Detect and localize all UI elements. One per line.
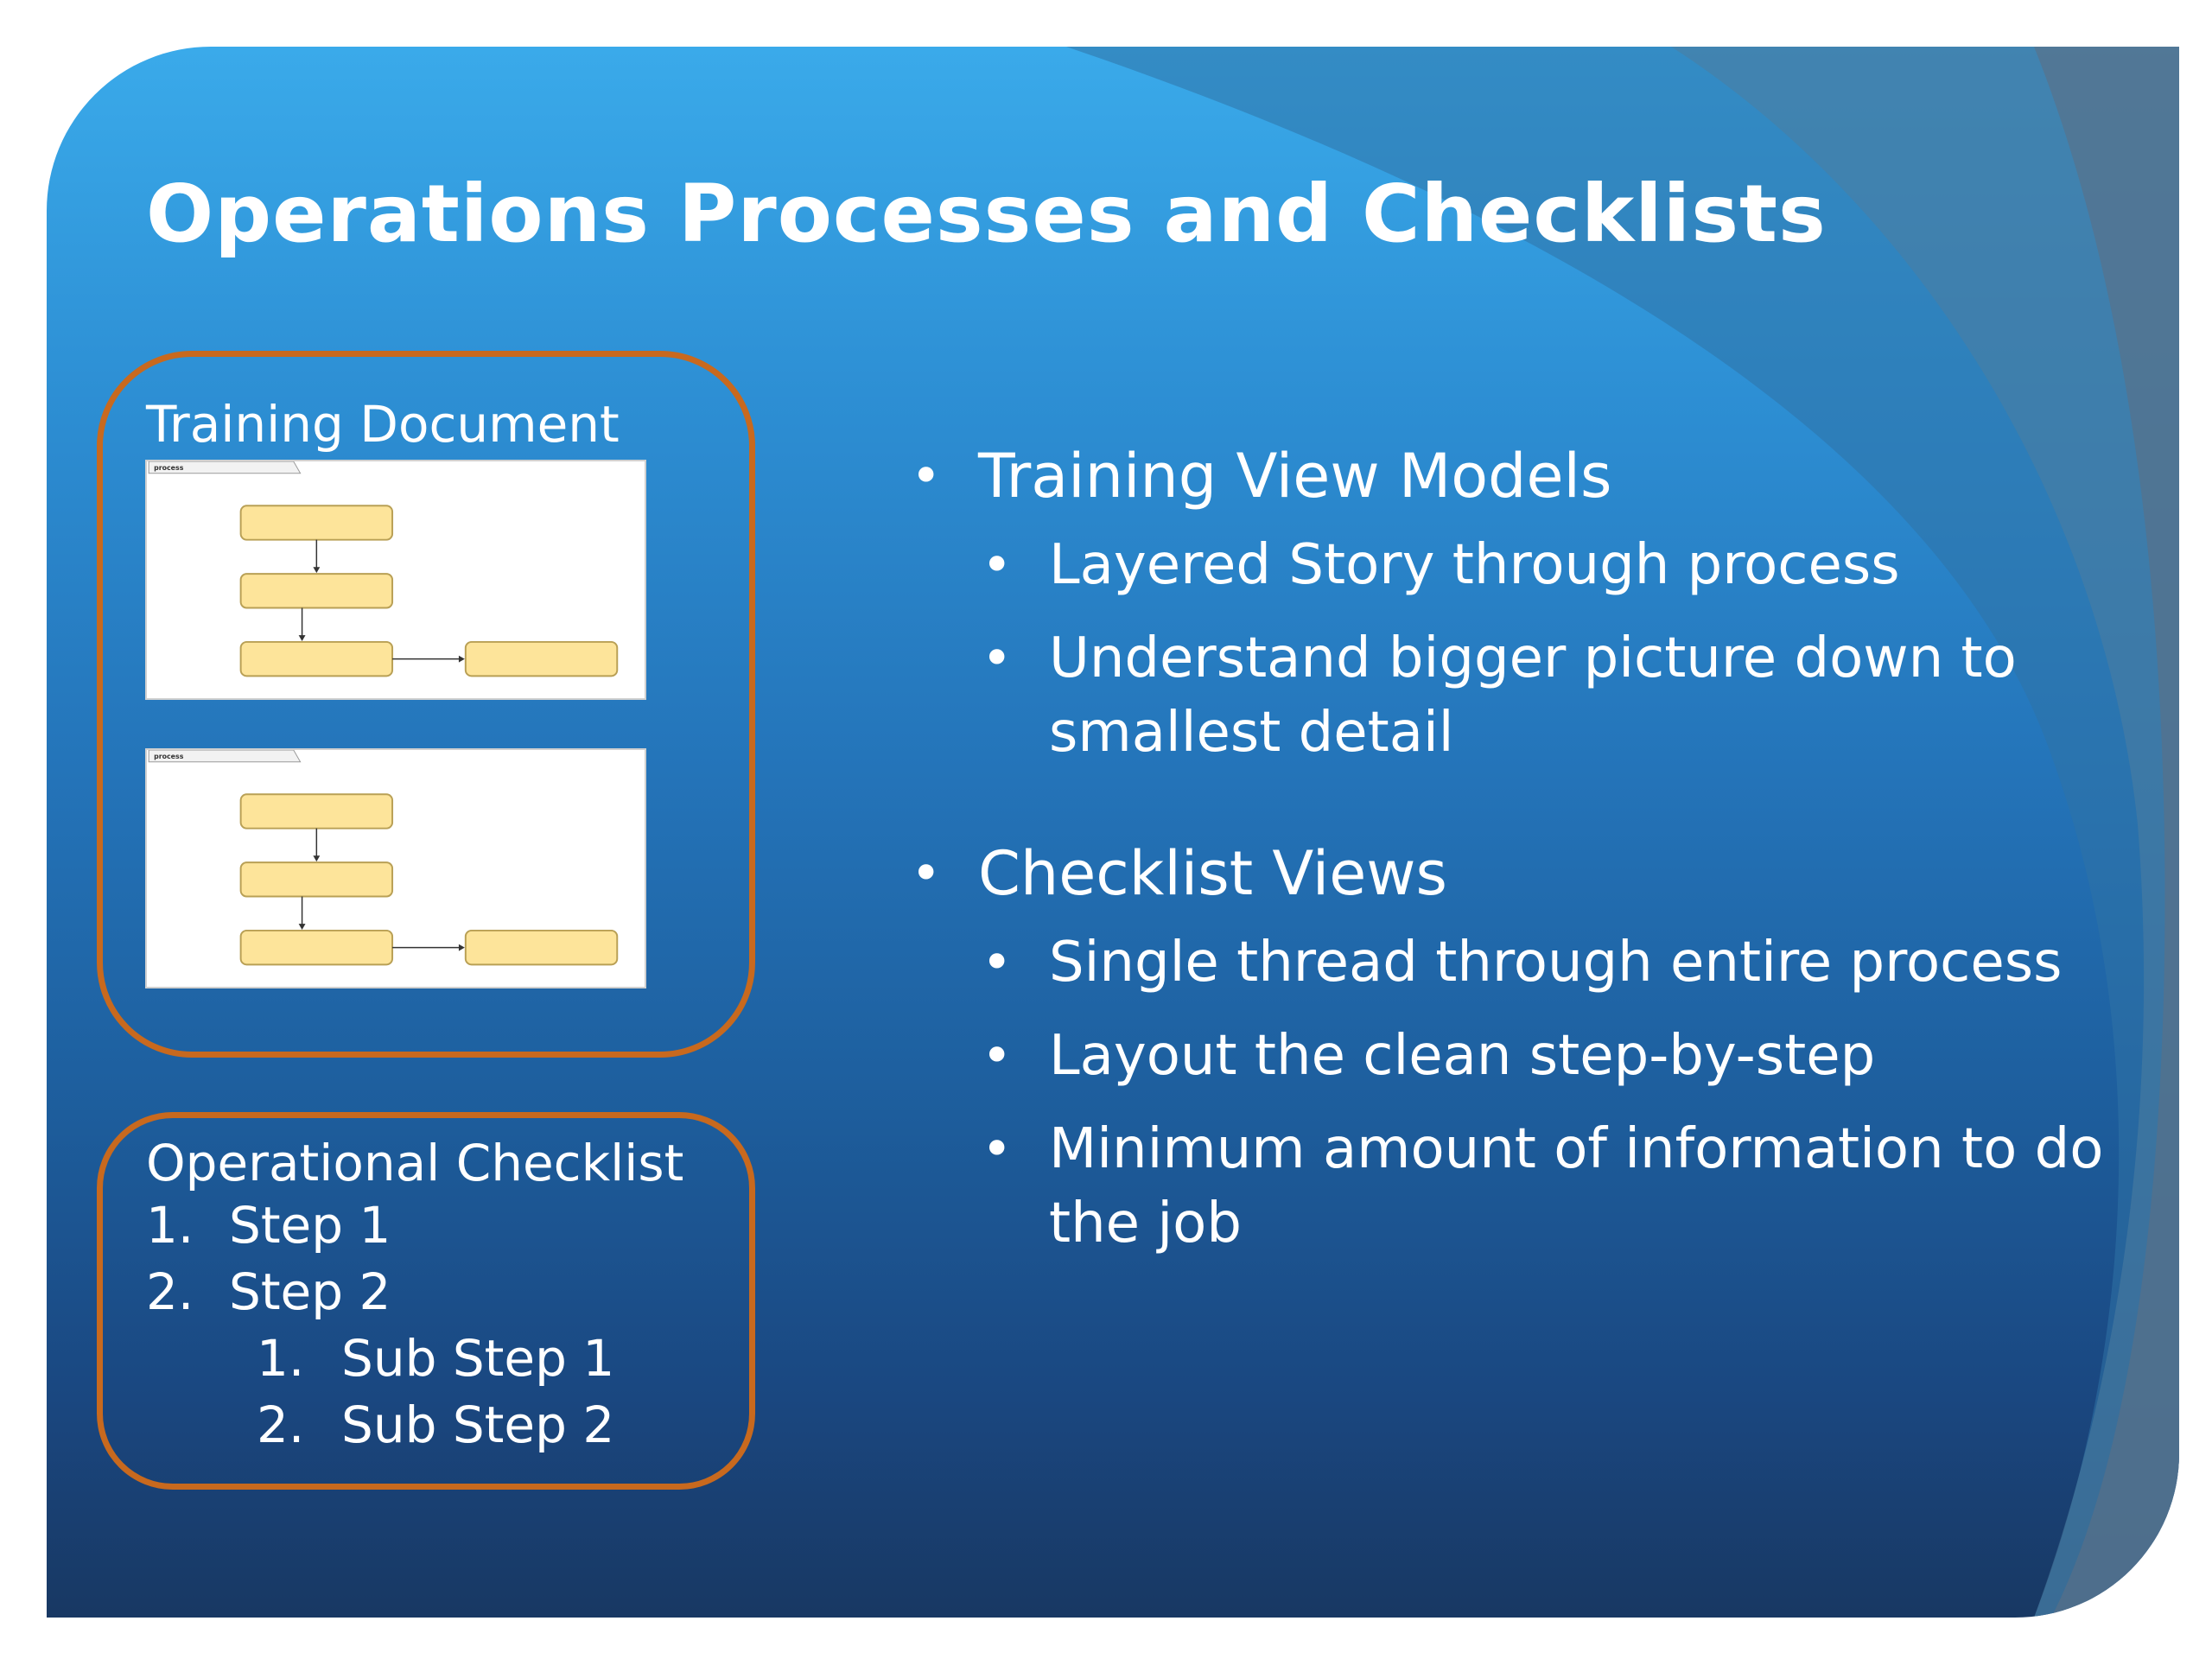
bullet-icon: • <box>982 1026 1013 1086</box>
sub-step-label: Sub Step 1 <box>341 1329 615 1388</box>
training-document-heading: Training Document <box>146 395 620 454</box>
diagram-tab-label: process <box>154 753 184 760</box>
sub-bullet-item: • Minimum amount of information to do th… <box>911 1112 2172 1261</box>
bullet-text: Layout the clean step-by-step <box>1049 1024 1876 1088</box>
operational-checklist-panel: Operational Checklist 1. Step 1 2. Step … <box>97 1112 755 1490</box>
sub-bullet-item: • Layered Story through process <box>911 528 2172 602</box>
sub-step-label: Sub Step 2 <box>341 1395 615 1454</box>
bullet-icon: • <box>982 1119 1013 1179</box>
background-swoosh <box>1066 47 2179 1618</box>
training-document-panel: Training Document <box>97 351 755 1058</box>
process-diagram-thumbnail: process <box>145 460 646 700</box>
step-number: 2. <box>146 1262 194 1321</box>
bullet-text: Minimum amount of information to do the … <box>1049 1117 2104 1255</box>
process-diagram: process <box>148 750 619 966</box>
bullet-item: • Training View Models <box>911 440 2172 512</box>
sub-step-number: 2. <box>257 1395 305 1454</box>
slide-title: Operations Processes and Checklists <box>146 168 1827 260</box>
step-number: 1. <box>146 1196 194 1255</box>
step-label: Step 1 <box>229 1196 391 1255</box>
sub-bullet-item: • Single thread through entire process <box>911 925 2172 1000</box>
sub-step-number: 1. <box>257 1329 305 1388</box>
bullet-text: Training View Models <box>978 441 1612 512</box>
process-diagram-thumbnail: process <box>145 748 646 988</box>
bullet-icon: • <box>911 446 942 506</box>
slide: Operations Processes and Checklists Trai… <box>47 47 2179 1618</box>
bullet-list: • Training View Models • Layered Story t… <box>911 440 2172 1261</box>
sub-bullet-item: • Understand bigger picture down to smal… <box>911 621 2086 770</box>
bullet-icon: • <box>982 535 1013 595</box>
process-step-box <box>464 640 619 677</box>
process-step-box <box>239 505 394 541</box>
bullet-item: • Checklist Views <box>911 837 2172 910</box>
process-step-box <box>239 929 394 966</box>
diagram-tab-label: process <box>154 464 184 472</box>
process-step-box <box>239 861 394 898</box>
bullet-icon: • <box>911 843 942 904</box>
process-step-box <box>239 793 394 830</box>
process-step-box <box>464 929 619 966</box>
operational-checklist-heading: Operational Checklist <box>146 1134 684 1192</box>
step-label: Step 2 <box>229 1262 391 1321</box>
bullet-text: Single thread through entire process <box>1049 931 2063 995</box>
bullet-text: Understand bigger picture down to smalle… <box>1049 626 2017 765</box>
sub-bullet-item: • Layout the clean step-by-step <box>911 1019 2172 1093</box>
bullet-icon: • <box>982 628 1013 689</box>
bullet-text: Layered Story through process <box>1049 533 1900 597</box>
process-step-box <box>239 640 394 677</box>
bullet-text: Checklist Views <box>978 838 1447 909</box>
process-step-box <box>239 573 394 609</box>
bullet-icon: • <box>982 932 1013 993</box>
process-diagram: process <box>148 461 619 677</box>
